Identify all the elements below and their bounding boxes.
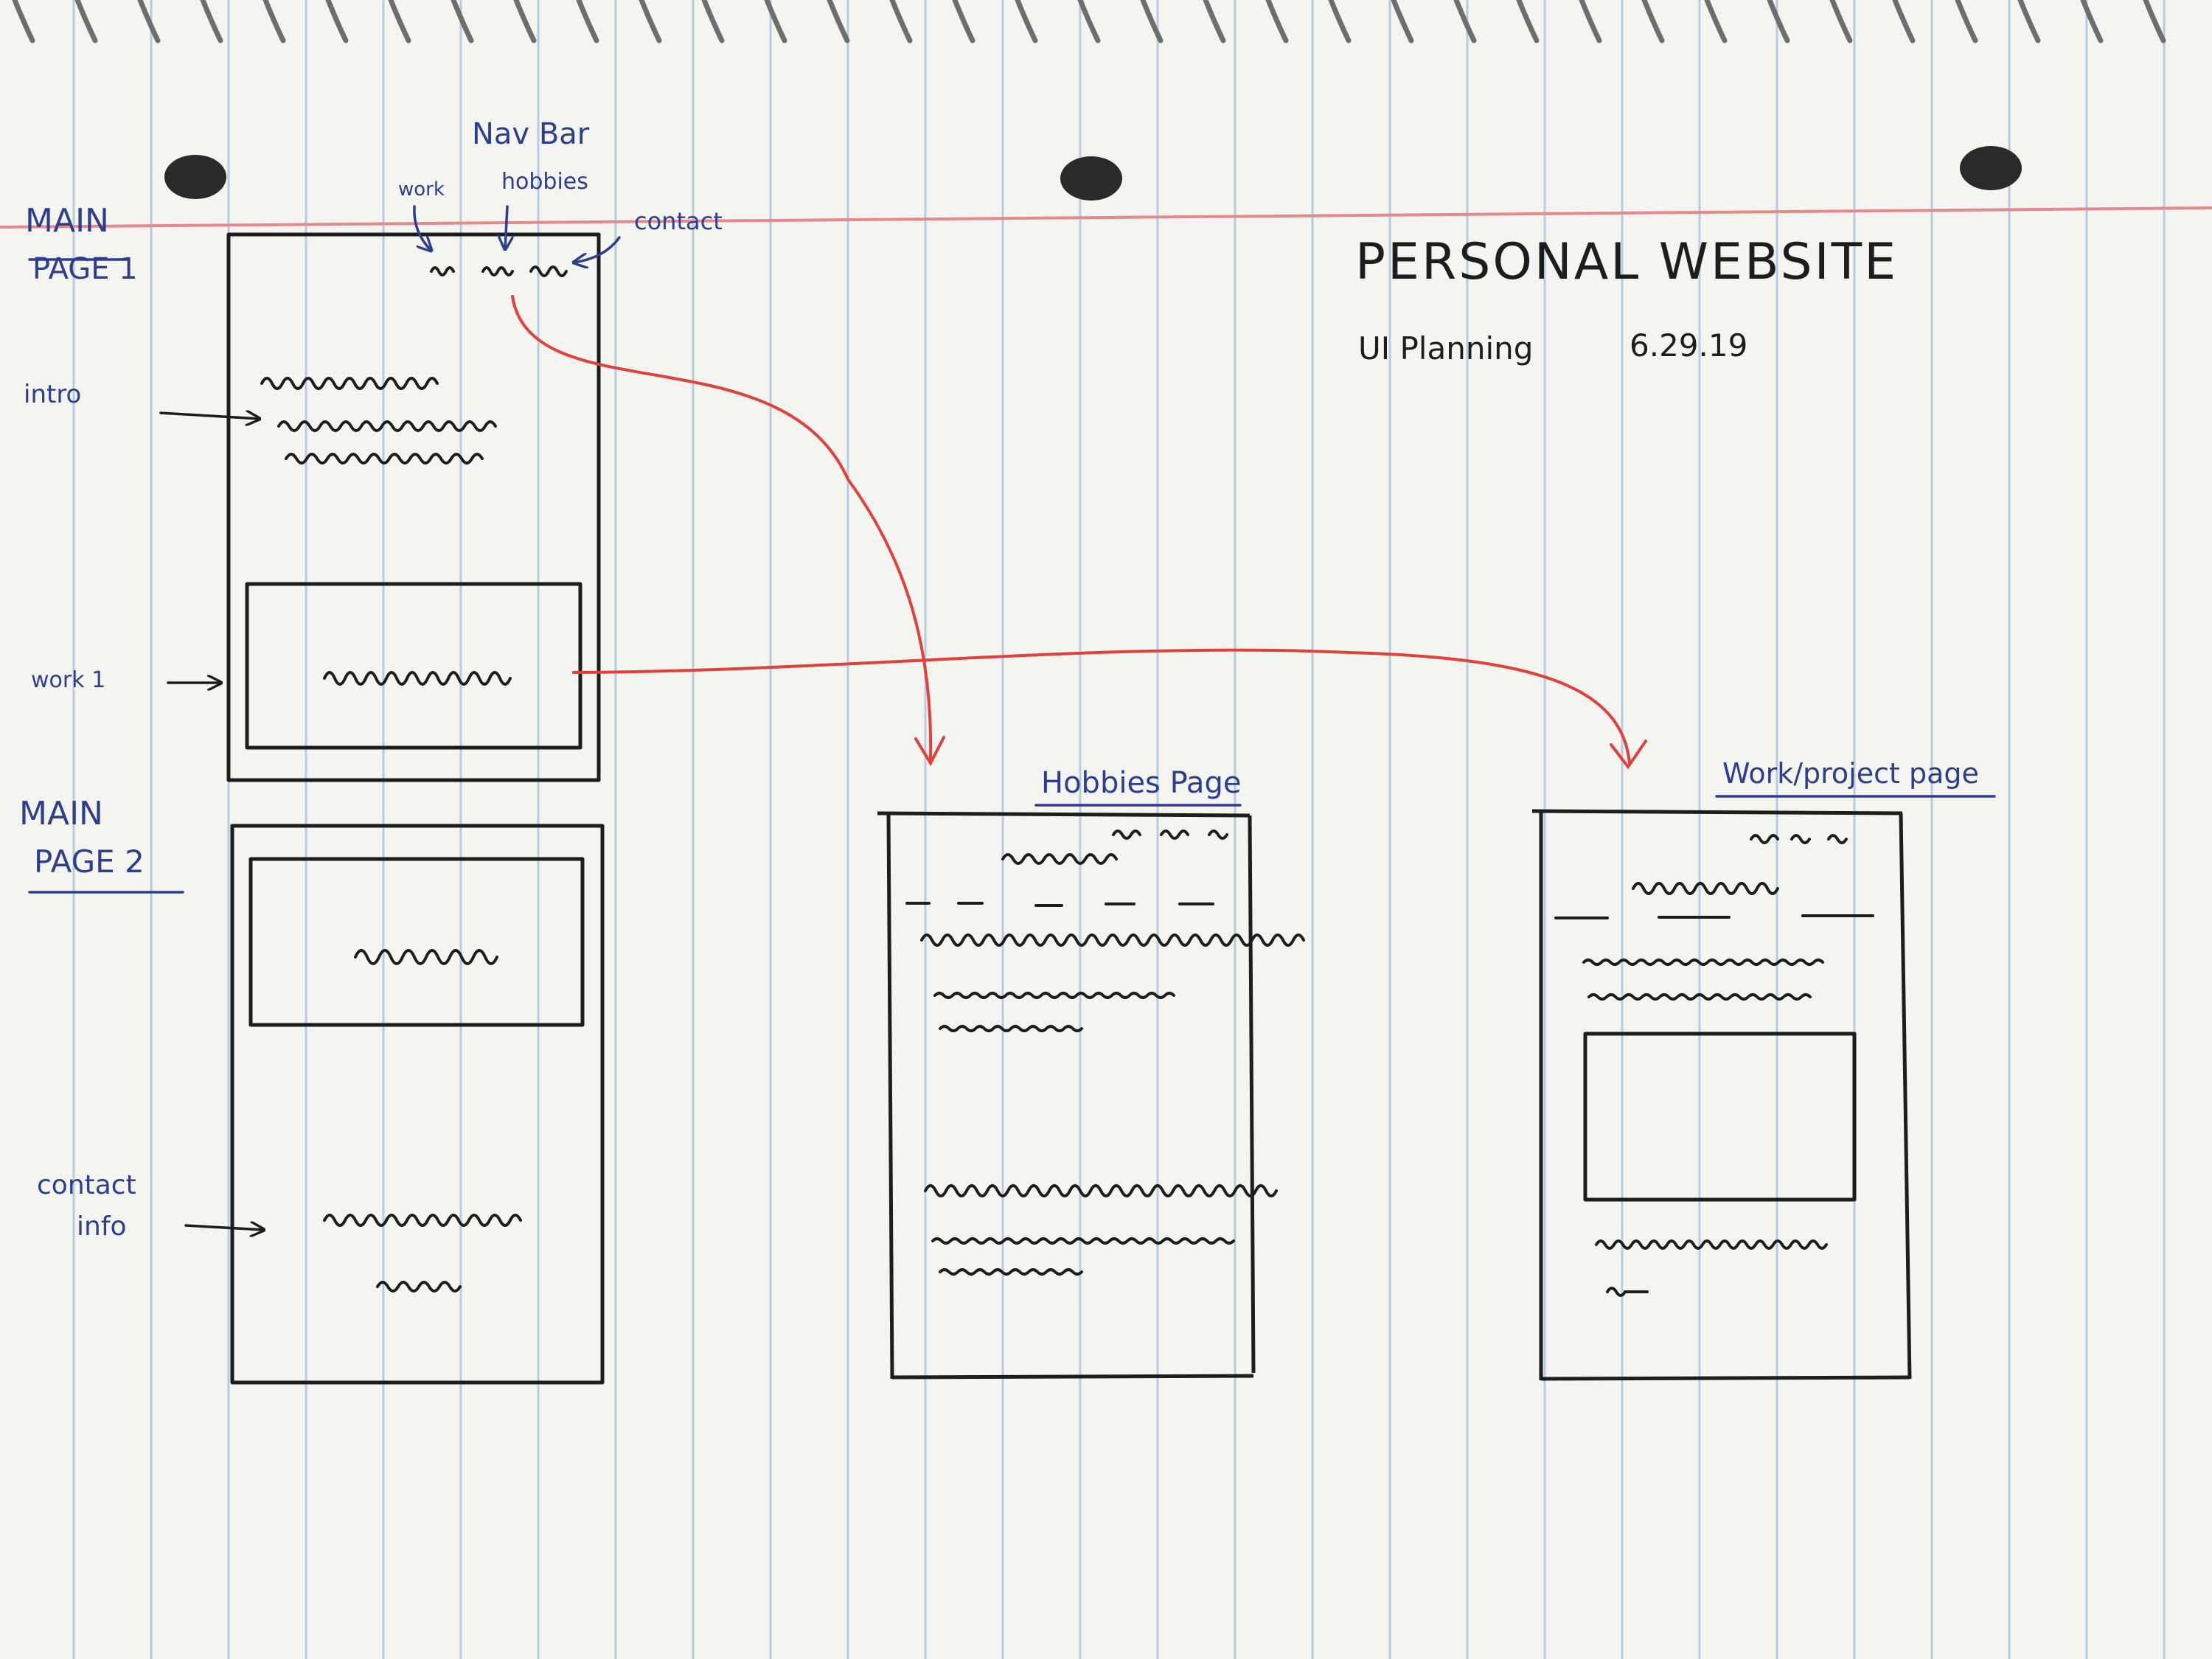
main-page-1-label-line1: MAIN — [25, 202, 109, 240]
main-page-2-label-line1: MAIN — [19, 795, 103, 832]
nav-to-hobbies-arrow — [511, 295, 933, 762]
hobbies-page-label: Hobbies Page — [1041, 766, 1242, 800]
main-page-1-frame — [226, 232, 601, 782]
nav-hobbies-annotation: hobbies — [501, 169, 588, 195]
rule-lines — [72, 0, 2166, 1659]
spiral-binding — [12, 0, 2166, 44]
work-page-scribbles — [1554, 834, 1874, 1297]
contact-info-annotation-line1: contact — [37, 1170, 136, 1200]
sheet-date: 6.29.19 — [1630, 327, 1748, 364]
punch-holes — [164, 146, 2022, 201]
annotation-arrows — [28, 205, 1996, 894]
margin-line — [0, 206, 2212, 229]
main-page-1-label-line2: PAGE 1 — [32, 252, 138, 286]
work-page-frame — [1531, 809, 1912, 1381]
main-page-2-scribbles — [323, 949, 522, 1293]
main-page-1-scribbles — [260, 265, 568, 686]
work-page-label: Work/project page — [1722, 757, 1979, 790]
hobbies-page-frame — [877, 811, 1256, 1380]
main-page-2-frame — [230, 824, 605, 1385]
contact-info-annotation-line2: info — [77, 1211, 127, 1242]
pencil-arrows — [159, 413, 264, 1230]
work-to-project-arrow — [572, 648, 1631, 765]
flow-arrows — [511, 295, 1647, 770]
nav-bar-annotation: Nav Bar — [472, 117, 590, 151]
nav-work-annotation: work — [398, 178, 445, 201]
nav-contact-annotation: contact — [634, 207, 723, 235]
hobbies-page-scribbles — [905, 830, 1305, 1276]
main-page-2-label-line2: PAGE 2 — [34, 844, 145, 880]
sheet-subtitle: UI Planning — [1358, 330, 1534, 366]
sheet-title: PERSONAL WEBSITE — [1355, 233, 1899, 291]
intro-annotation: intro — [24, 380, 82, 409]
work1-annotation: work 1 — [31, 667, 106, 693]
